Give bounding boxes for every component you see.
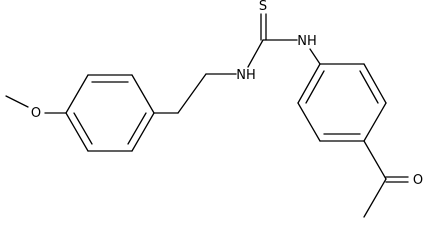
ring2-bond-5 <box>363 63 387 104</box>
atom-label-nh-left: NH <box>236 68 256 83</box>
methoxyphenyl-ring <box>65 74 155 152</box>
ring1-bond-1 <box>131 74 155 114</box>
bond-ring-carbonyl <box>363 140 387 180</box>
bond-c-ch3 <box>363 178 387 218</box>
bond-nh-ring <box>309 48 321 65</box>
bond-o-ch3 <box>5 95 29 108</box>
bond-ch2-ch2 <box>177 73 207 114</box>
methoxy-group <box>5 95 67 114</box>
ethyl-linker <box>153 73 237 114</box>
ring2-inner-3 <box>359 70 379 104</box>
ring1-inner-3 <box>127 112 147 145</box>
bond-c-nh-left <box>247 39 264 68</box>
ring2-bond-2 <box>297 102 321 142</box>
atom-label-oxygen-methoxy: O <box>31 106 41 121</box>
ring1-bond-4 <box>65 112 89 152</box>
acetylphenyl-ring <box>297 48 387 142</box>
ring1-bond-6 <box>131 112 155 152</box>
ring2-bond-1 <box>297 63 321 104</box>
ring1-inner-2 <box>73 112 93 145</box>
atom-label-sulfur: S <box>259 0 267 14</box>
ring2-bond-4 <box>363 102 387 142</box>
ring2-inner-1 <box>305 70 325 104</box>
acetyl-group <box>363 140 409 218</box>
atom-label-oxygen-carbonyl: O <box>413 173 423 188</box>
ring1-bond-3 <box>65 74 89 114</box>
thiourea-core <box>247 13 298 68</box>
chemical-structure-diagram: S NH NH O O <box>5 0 423 218</box>
atom-label-nh-right: NH <box>297 34 317 49</box>
